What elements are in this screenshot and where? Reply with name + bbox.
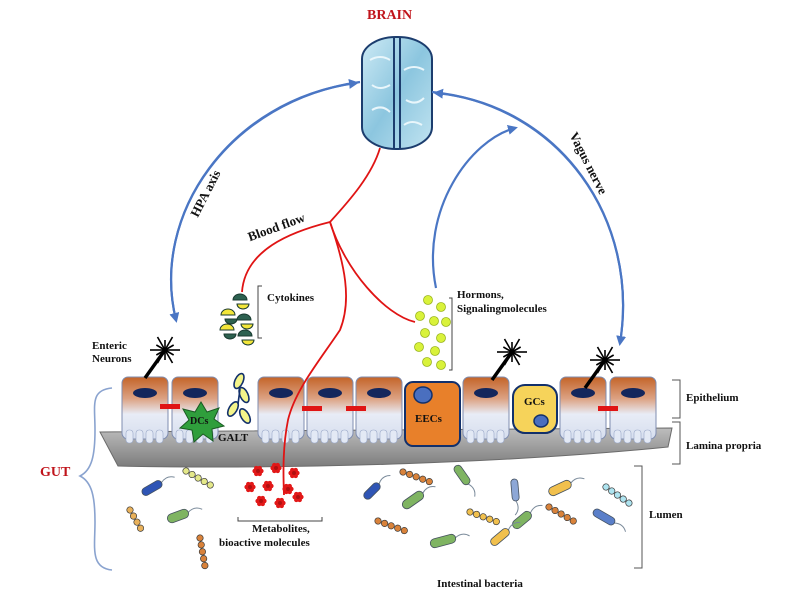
- epithelial-cell: [609, 376, 657, 444]
- bacterium-chain-icon: [545, 503, 577, 525]
- hormones-dots: [414, 295, 451, 370]
- bacterium-icon: [490, 521, 521, 546]
- epithelium-cells: [121, 376, 657, 444]
- epithelial-cell: [121, 376, 169, 444]
- bacterium-chain-icon: [196, 534, 209, 570]
- metabolite-icon: [255, 495, 267, 507]
- hormones-label-line1: Hormons,: [457, 289, 504, 301]
- hormone-dot: [415, 311, 425, 321]
- hormone-dot: [441, 317, 451, 327]
- gcs-label: GCs: [524, 396, 545, 408]
- hormone-dot: [436, 360, 446, 370]
- tight-junctions: [160, 404, 618, 411]
- lamina-propria-label: Lamina propria: [686, 440, 762, 452]
- cytokine-icon: [237, 329, 255, 346]
- bacterium-chain-icon: [374, 517, 408, 535]
- bacterium-chain-icon: [399, 468, 433, 486]
- hormone-dot: [423, 295, 433, 305]
- hormones-arrow: [431, 124, 518, 289]
- brain-label: BRAIN: [367, 8, 413, 23]
- epithelial-cell: [462, 376, 510, 444]
- metabolite-icon: [274, 497, 286, 509]
- gut-brace: [78, 387, 113, 571]
- hpa-axis-arrow: [169, 78, 361, 323]
- bacterium-icon: [429, 533, 470, 549]
- bacterium-icon: [141, 476, 175, 496]
- metabolite-icon: [270, 462, 282, 474]
- eecs-label: EECs: [415, 413, 442, 425]
- metabolites-bracket: [237, 517, 323, 522]
- lumen-label: Lumen: [649, 509, 683, 521]
- bacterium-icon: [453, 464, 476, 497]
- cytokines-bracket: [257, 285, 262, 339]
- enteric-neurons-label-line1: Enteric: [92, 340, 127, 352]
- bacterium-icon: [592, 508, 626, 532]
- epithelial-cell: [257, 376, 305, 444]
- cytokine-icon: [220, 308, 238, 325]
- metabolite-icon: [252, 465, 264, 477]
- hormone-dot: [414, 342, 424, 352]
- enteric-neuron-icon: [490, 338, 527, 382]
- lumen-bracket: [634, 465, 643, 569]
- metabolites-label-line1: Metabolites,: [252, 523, 310, 535]
- lamina-propria-band: [99, 427, 673, 468]
- metabolite-icon: [292, 491, 304, 503]
- brain-icon: [361, 36, 433, 150]
- bacterium-icon: [401, 486, 436, 510]
- enteric-neuron-icon: [143, 336, 180, 380]
- intestinal-bacteria: [126, 464, 633, 570]
- hormone-dot: [430, 346, 440, 356]
- epithelium-bracket: [672, 379, 681, 419]
- eecs-cell: [404, 381, 461, 447]
- gcs-cell: [512, 384, 558, 434]
- hormones-bracket: [449, 297, 453, 371]
- bacterium-icon: [510, 478, 520, 516]
- metabolites-label-line2: bioactive molecules: [219, 537, 310, 549]
- epithelial-cell: [355, 376, 403, 444]
- bacterium-chain-icon: [466, 508, 500, 526]
- bacterium-chain-icon: [126, 506, 145, 532]
- cytokine-icon: [236, 313, 254, 330]
- bacterium-chain-icon: [602, 483, 633, 507]
- bacterium-icon: [548, 477, 585, 497]
- galt-label: GALT: [218, 432, 249, 444]
- bacterium-chain-icon: [182, 467, 214, 489]
- enteric-neurons-label-line2: Neurons: [92, 353, 132, 365]
- metabolite-icon: [288, 467, 300, 479]
- bacterium-icon: [512, 504, 543, 530]
- enteric-neurons: [143, 336, 620, 390]
- hormone-dot: [429, 316, 439, 326]
- lamina-bracket: [672, 421, 681, 465]
- metabolites-icon: [244, 462, 304, 509]
- hormones-label-line2: Signalingmolecules: [457, 303, 547, 315]
- cytokine-icon: [219, 323, 237, 340]
- metabolite-icon: [244, 481, 256, 493]
- enteric-neuron-icon: [583, 346, 620, 390]
- cytokine-icon: [232, 293, 250, 310]
- cytokines-icon: [219, 293, 255, 346]
- hormone-dot: [422, 357, 432, 367]
- epithelial-cell: [306, 376, 354, 444]
- metabolite-icon: [282, 483, 294, 495]
- dcs-label: DCs: [190, 416, 209, 427]
- cytokines-label: Cytokines: [267, 292, 315, 304]
- galt-antibody-icon: [226, 372, 252, 425]
- hormone-dot: [436, 302, 446, 312]
- bacterium-icon: [166, 507, 203, 524]
- blood-flow-lines: [241, 147, 416, 496]
- epithelium-label: Epithelium: [686, 392, 739, 404]
- gut-label: GUT: [40, 465, 71, 480]
- hormone-dot: [420, 328, 430, 338]
- metabolite-icon: [262, 480, 274, 492]
- bacterium-icon: [363, 474, 391, 500]
- hormone-dot: [436, 333, 446, 343]
- intestinal-bacteria-label: Intestinal bacteria: [437, 578, 523, 590]
- dcs-icon: [178, 401, 226, 443]
- vagus-nerve-arrow: [431, 88, 627, 346]
